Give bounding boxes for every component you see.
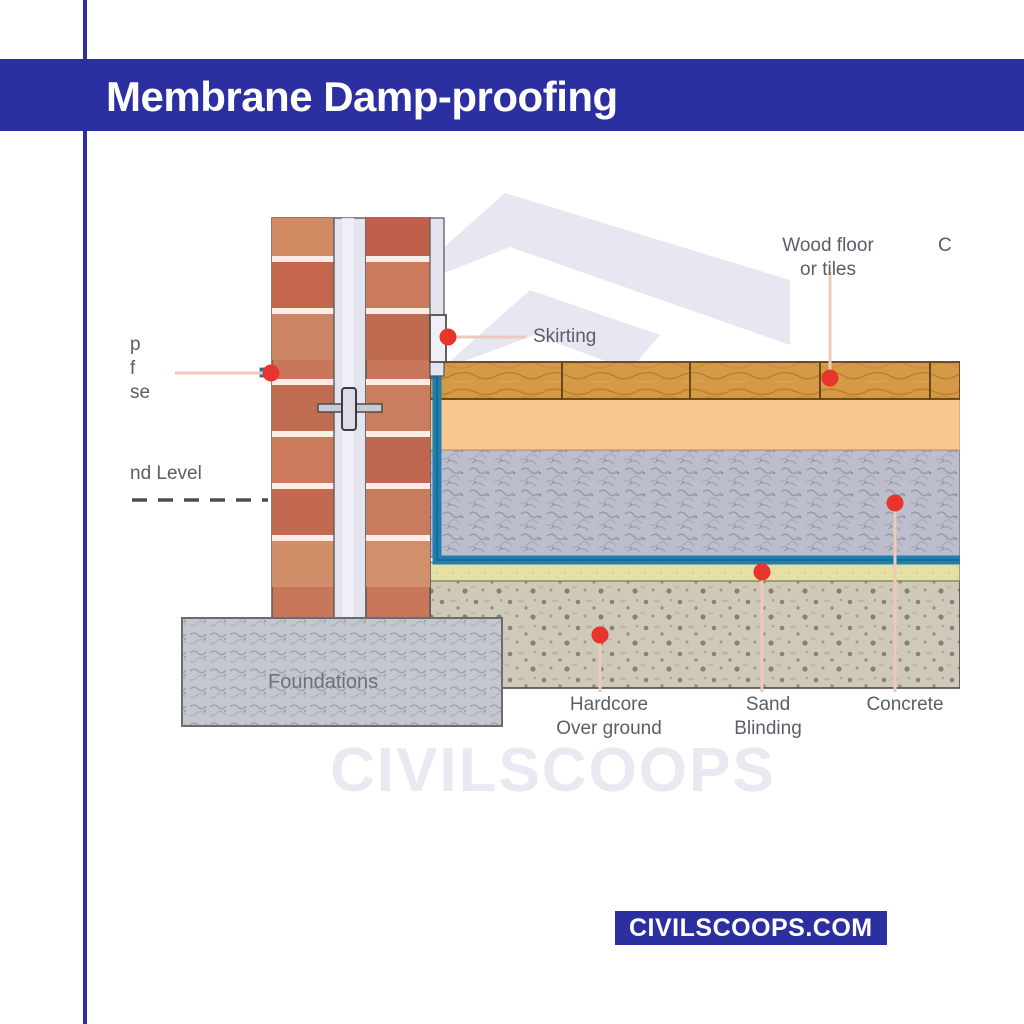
title-banner: [0, 59, 1024, 131]
label-sand-blinding: Sand Blinding: [734, 694, 802, 739]
left-accent-rule: [83, 0, 87, 1024]
wall-tie: [317, 387, 383, 431]
label-ground-level: nd Level: [130, 463, 202, 484]
label-foundations: Foundations: [268, 671, 379, 693]
label-concrete: Concrete: [866, 694, 944, 715]
section-drawing: [130, 180, 960, 760]
brand-watermark-text: CIVILSCOOPS: [330, 736, 776, 805]
site-url-badge: CIVILSCOOPS.COM: [615, 911, 887, 945]
label-wood-floor-or-tiles: Wood floor or tiles: [782, 235, 874, 280]
label-clipped-right: C: [938, 235, 952, 256]
page-title: Membrane Damp-proofing: [106, 73, 618, 120]
label-damp-proof-course: p f se: [130, 334, 151, 403]
marker-dots: [262, 328, 904, 644]
label-hardcore-over-ground: Hardcore Over ground: [556, 694, 662, 739]
outer-brick-leaf: [271, 217, 335, 619]
inner-brick-leaf: [365, 217, 431, 619]
label-skirting: Skirting: [533, 326, 597, 347]
